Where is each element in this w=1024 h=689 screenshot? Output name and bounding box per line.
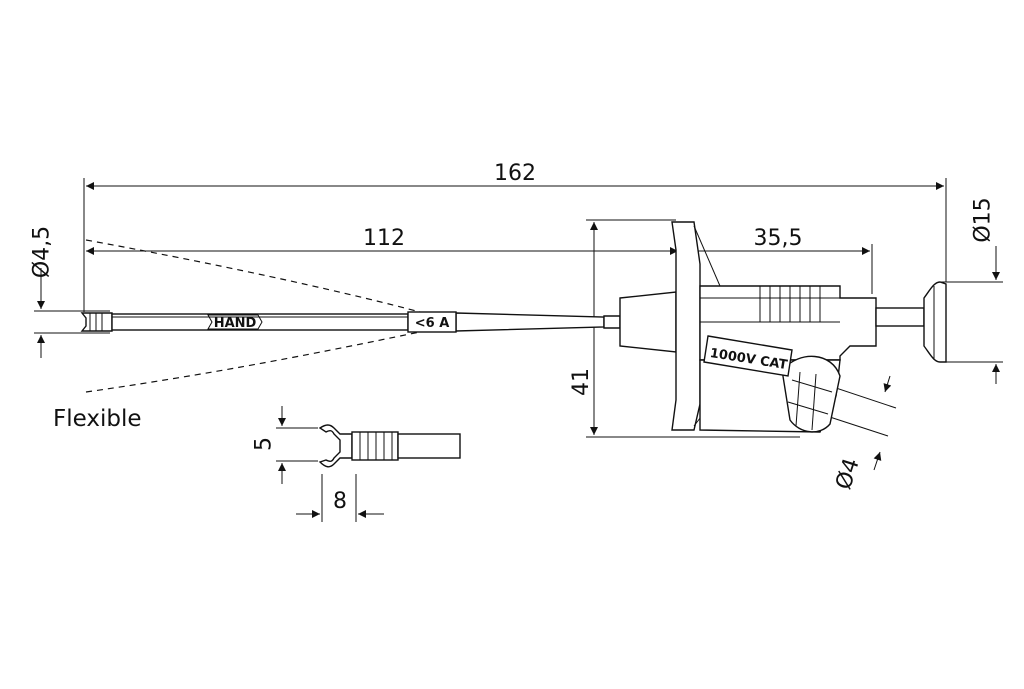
current-rating-label: <6 A [415, 316, 450, 331]
grip-ribs [700, 286, 840, 323]
dimension-lead-length: 112 [86, 226, 678, 255]
dimension-grip-length: 35,5 [680, 226, 873, 294]
dimension-jaw-opening-label: 5 [252, 437, 277, 451]
dimension-lead-diameter-label: Ø4,5 [30, 226, 55, 278]
dimension-lead-diameter: Ø4,5 [30, 226, 110, 358]
dimension-height: 41 [569, 219, 800, 438]
dimension-jaw-width: 8 [296, 474, 384, 522]
dimension-jaw-width-label: 8 [333, 489, 347, 514]
dimension-total-length-label: 162 [494, 161, 536, 186]
jaw-detail [318, 424, 461, 468]
dimension-cap-diameter-label: Ø15 [971, 197, 996, 242]
dimension-lead-length-label: 112 [363, 226, 405, 251]
dimension-total-length: 162 [83, 161, 947, 312]
voltage-rating-marking: 1000V CAT [703, 335, 793, 377]
dimension-cap-diameter: Ø15 [940, 197, 1003, 384]
hand-marking: HAND [207, 314, 263, 331]
probe-lead [80, 312, 621, 332]
dimension-grip-length-label: 35,5 [754, 226, 803, 251]
dimension-jaw-opening: 5 [252, 406, 318, 484]
current-rating-marking: <6 A [407, 311, 457, 333]
probe-grip [619, 221, 947, 433]
dimension-socket-diameter-label: Ø4 [831, 455, 864, 493]
dimension-height-label: 41 [569, 368, 594, 396]
flexible-label: Flexible [53, 406, 142, 432]
hand-marking-label: HAND [214, 316, 257, 331]
